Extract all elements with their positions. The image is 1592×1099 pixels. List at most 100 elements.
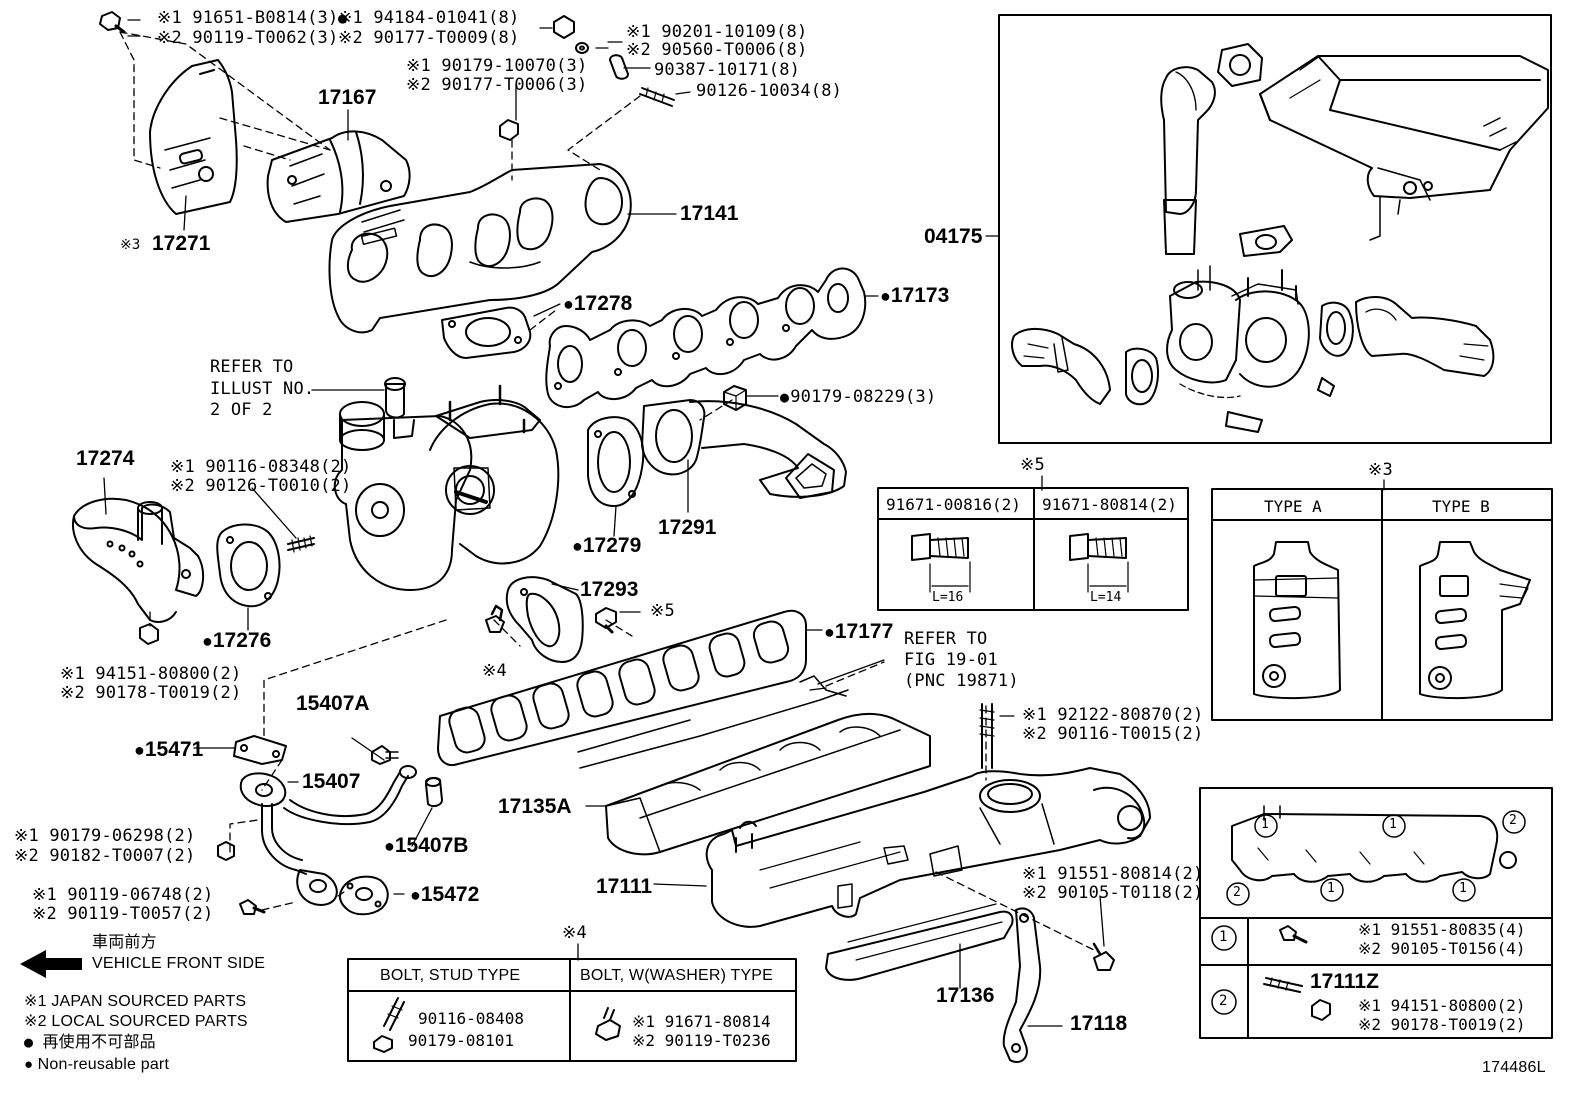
legend-local-sourced: ※2 LOCAL SOURCED PARTS	[24, 1013, 248, 1030]
gasket-17278	[441, 306, 532, 359]
part-label-17118: 17118	[1070, 1012, 1128, 1035]
part-label-15472: ●15472	[410, 883, 480, 906]
part-label-17291: 17291	[658, 516, 717, 539]
gasket-15471	[233, 735, 287, 765]
nut-90179-06298	[217, 841, 235, 861]
stud-90116-08348	[287, 535, 315, 553]
stud-nut-label: 90179-08101	[408, 1031, 514, 1050]
refer-text: 2 OF 2	[210, 400, 273, 420]
gasket-15472	[338, 875, 389, 916]
part-label-17111z: 17111Z	[1310, 970, 1379, 993]
heat-insulator-17271	[149, 59, 238, 215]
table4-head-washer: BOLT, W(WASHER) TYPE	[580, 967, 774, 984]
table4-head-stud: BOLT, STUD TYPE	[380, 967, 521, 984]
part-label-17135a: 17135A	[498, 795, 572, 818]
fastener-label: 90387-10171(8)	[654, 60, 801, 80]
union-bolt-15407a	[371, 745, 399, 765]
row-marker: 2	[1219, 993, 1228, 1009]
nut-94184-01041	[553, 15, 575, 39]
part-label-15407a: 15407A	[296, 692, 370, 715]
gasket-17173	[545, 267, 867, 409]
bolt-note5	[595, 607, 617, 634]
note4-mark: ※4	[482, 661, 507, 681]
washer-90201-10109	[575, 42, 589, 54]
part-label-17136: 17136	[936, 984, 995, 1007]
table5-col1: 91671-00816(2)	[886, 495, 1021, 514]
fastener-label: ※1 91551-80814(2)	[1022, 864, 1204, 884]
table-note5	[877, 487, 1189, 611]
fastener-label: ※1 91551-80835(4)	[1358, 920, 1526, 939]
table5-length2: L=14	[1090, 590, 1122, 605]
refer-text: FIG 19-01	[904, 650, 998, 670]
bolt-note4	[485, 604, 505, 633]
bolt-91551-80814	[1092, 942, 1115, 971]
part-label-17274: 17274	[76, 447, 135, 470]
table3-mark: ※3	[1368, 460, 1393, 480]
collar-90387-10171	[609, 54, 629, 80]
gasket-17279	[587, 416, 645, 507]
intake-manifold-17135a	[577, 675, 931, 856]
gasket-17177	[437, 609, 807, 766]
washer-bolt-label: ※1 91671-80814	[632, 1012, 771, 1031]
fastener-label: ※2 90116-T0015(2)	[1022, 724, 1204, 744]
part-label-15407b: ●15407B	[384, 834, 469, 857]
fastener-label: ※1 90201-10109(8)	[626, 22, 808, 42]
exhaust-manifold-17141	[328, 163, 632, 334]
type-a-label: TYPE A	[1264, 497, 1322, 516]
fastener-label: 90126-10034(8)	[696, 81, 843, 101]
note3-mark: ※3	[120, 237, 141, 253]
type-b-label: TYPE B	[1432, 497, 1490, 516]
table-fastener-locations	[1199, 787, 1553, 1039]
legend-non-reusable-en: ● Non-reusable part	[24, 1056, 170, 1073]
fastener-label: ※2 90177-T0009(8)	[338, 28, 520, 48]
fastener-label: ※1 90119-06748(2)	[32, 885, 214, 905]
part-label-17278: ●17278	[563, 292, 633, 315]
gasket-15407b	[425, 776, 443, 808]
part-label-17279: ●17279	[572, 534, 642, 557]
refer-text: ILLUST NO.	[210, 379, 315, 399]
fastener-label: ※1 92122-80870(2)	[1022, 705, 1204, 725]
part-label-17111: 17111	[596, 875, 653, 898]
fastener-label: ※2 90178-T0019(2)	[1358, 1015, 1526, 1034]
fastener-label: ※1 90179-06298(2)	[14, 826, 196, 846]
table5-length1: L=16	[932, 590, 964, 605]
part-label-17177: ●17177	[824, 620, 894, 643]
part-label-17173: ●17173	[880, 284, 950, 307]
table-note3	[1211, 488, 1553, 721]
rod-17118	[1002, 907, 1042, 1064]
fastener-label: ※2 90119-T0057(2)	[32, 904, 214, 924]
pipe-15407	[239, 765, 417, 906]
fastener-label: ※2 90182-T0007(2)	[14, 846, 196, 866]
fastener-label: ※2 90560-T0006(8)	[626, 40, 808, 60]
marker-label: 1	[1327, 881, 1335, 896]
fastener-label: ※2 90178-T0019(2)	[60, 683, 242, 703]
refer-text: REFER TO	[904, 629, 988, 649]
heat-insulator-17167	[266, 130, 411, 223]
part-label-15407: 15407	[302, 770, 361, 793]
intake-body-17111	[705, 767, 1151, 928]
stud-bolt-label: 90116-08408	[418, 1009, 524, 1028]
bolt-90119-06748	[239, 899, 266, 915]
table5-col2: 91671-80814(2)	[1042, 495, 1177, 514]
row-marker: 1	[1219, 929, 1228, 945]
note5-mark: ※5	[650, 601, 675, 621]
part-label-17276: ●17276	[202, 629, 272, 652]
washer-bolt-label: ※2 90119-T0236	[632, 1031, 771, 1050]
part-label-17293: 17293	[580, 578, 639, 601]
refer-text: (PNC 19871)	[904, 671, 1019, 691]
refer-text: REFER TO	[210, 357, 294, 377]
bolt-91651-b0814	[99, 11, 126, 34]
gasket-17276	[216, 523, 281, 608]
fastener-label: ※1 94151-80800(2)	[60, 664, 242, 684]
fastener-label: ※2 90126-T0010(2)	[170, 476, 352, 496]
guide-lines	[119, 31, 1099, 953]
fastener-label: ※2 90119-T0062(3)	[157, 28, 339, 48]
nut-94151-80800	[139, 623, 159, 645]
table5-mark: ※5	[1020, 455, 1045, 475]
fastener-label: ※2 90105-T0156(4)	[1358, 939, 1526, 958]
fastener-label	[338, 8, 348, 28]
circled-markers	[1211, 810, 1526, 1015]
marker-label: 1	[1459, 881, 1467, 896]
fastener-label: 90179-08229(3)	[780, 387, 936, 407]
